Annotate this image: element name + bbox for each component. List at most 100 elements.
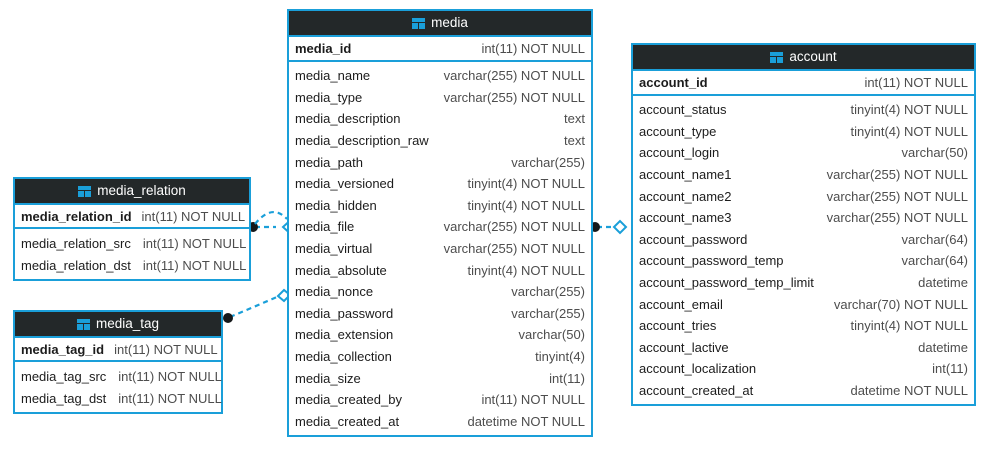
table-icon bbox=[412, 17, 426, 29]
edge-media-account bbox=[590, 219, 628, 235]
field-name: account_name2 bbox=[639, 188, 732, 204]
field-type: int(11) NOT NULL bbox=[142, 235, 247, 251]
field-list: media_name varchar(255) NOT NULL media_ty… bbox=[289, 62, 591, 435]
table-icon bbox=[78, 185, 92, 197]
edge-line bbox=[229, 295, 278, 319]
field-row[interactable]: account_name2 varchar(255) NOT NULL bbox=[633, 185, 974, 207]
field-type: varchar(255) bbox=[511, 305, 585, 321]
entity-account[interactable]: account account_id int(11) NOT NULL acco… bbox=[631, 43, 976, 407]
field-name: account_status bbox=[639, 102, 727, 118]
field-row[interactable]: account_name1 varchar(255) NOT NULL bbox=[633, 164, 974, 186]
field-type: varchar(255) bbox=[511, 284, 585, 300]
entity-media-title: media bbox=[431, 15, 468, 31]
field-row[interactable]: media_collection tinyint(4) bbox=[289, 346, 591, 368]
entity-media_tag-title: media_tag bbox=[95, 316, 160, 332]
field-name: media_collection bbox=[295, 349, 392, 365]
field-name: media_name bbox=[295, 68, 371, 84]
pk-name: media_relation_id bbox=[21, 208, 132, 224]
field-row[interactable]: account_password_temp_limit datetime bbox=[633, 272, 974, 294]
field-type: tinyint(4) bbox=[535, 349, 585, 365]
field-name: media_description_raw bbox=[295, 133, 429, 149]
field-type: varchar(255) NOT NULL bbox=[826, 167, 968, 183]
edge-media_relation-media-2 bbox=[254, 211, 288, 225]
table-icon bbox=[76, 318, 90, 330]
primary-key-row[interactable]: account_id int(11) NOT NULL bbox=[633, 71, 974, 96]
entity-media_relation-title: media_relation bbox=[97, 183, 186, 199]
edge-line bbox=[254, 211, 288, 225]
primary-key-row[interactable]: media_id int(11) NOT NULL bbox=[289, 37, 591, 62]
field-name: account_login bbox=[639, 145, 720, 161]
field-name: account_password_temp_limit bbox=[639, 275, 814, 291]
primary-key-row[interactable]: media_tag_id int(11) NOT NULL bbox=[15, 338, 221, 362]
field-type: varchar(255) NOT NULL bbox=[443, 219, 585, 235]
field-type: tinyint(4) NOT NULL bbox=[850, 318, 968, 334]
entity-media[interactable]: media media_id int(11) NOT NULL media_na… bbox=[287, 9, 593, 438]
entity-media_relation-header: media_relation bbox=[15, 179, 249, 205]
field-type: int(11) NOT NULL bbox=[481, 392, 585, 408]
field-name: media_size bbox=[295, 370, 361, 386]
field-type: tinyint(4) NOT NULL bbox=[467, 262, 585, 278]
entity-media_relation[interactable]: media_relation media_relation_id int(11)… bbox=[13, 177, 251, 281]
field-type: varchar(255) NOT NULL bbox=[826, 188, 968, 204]
field-row[interactable]: account_tries tinyint(4) NOT NULL bbox=[633, 315, 974, 337]
entity-media_tag[interactable]: media_tag media_tag_id int(11) NOT NULL … bbox=[13, 310, 223, 414]
field-name: media_tag_dst bbox=[21, 390, 107, 406]
entity-media-header: media bbox=[289, 11, 591, 37]
pk-type: int(11) NOT NULL bbox=[141, 208, 246, 224]
field-type: datetime bbox=[918, 275, 968, 291]
pk-name: media_tag_id bbox=[21, 341, 105, 357]
field-type: varchar(50) bbox=[518, 327, 585, 343]
pk-name: account_id bbox=[639, 75, 708, 90]
field-type: datetime NOT NULL bbox=[850, 383, 968, 399]
field-name: media_tag_src bbox=[21, 368, 107, 384]
field-row[interactable]: media_name varchar(255) NOT NULL bbox=[289, 65, 591, 87]
field-name: account_password bbox=[639, 231, 748, 247]
field-name: media_versioned bbox=[295, 176, 395, 192]
field-name: media_description bbox=[295, 111, 401, 127]
field-type: varchar(255) NOT NULL bbox=[443, 68, 585, 84]
field-type: datetime bbox=[918, 339, 968, 355]
primary-key-row[interactable]: media_relation_id int(11) NOT NULL bbox=[15, 205, 249, 229]
field-name: account_type bbox=[639, 123, 717, 139]
table-icon bbox=[770, 51, 784, 63]
field-name: media_absolute bbox=[295, 262, 387, 278]
field-row[interactable]: media_absolute tinyint(4) NOT NULL bbox=[289, 259, 591, 281]
field-name: account_name1 bbox=[639, 167, 732, 183]
target-diamond-marker bbox=[612, 219, 628, 235]
field-name: account_localization bbox=[639, 361, 757, 377]
pk-name: media_id bbox=[295, 41, 352, 56]
field-name: account_tries bbox=[639, 318, 717, 334]
field-type: varchar(255) NOT NULL bbox=[826, 210, 968, 226]
